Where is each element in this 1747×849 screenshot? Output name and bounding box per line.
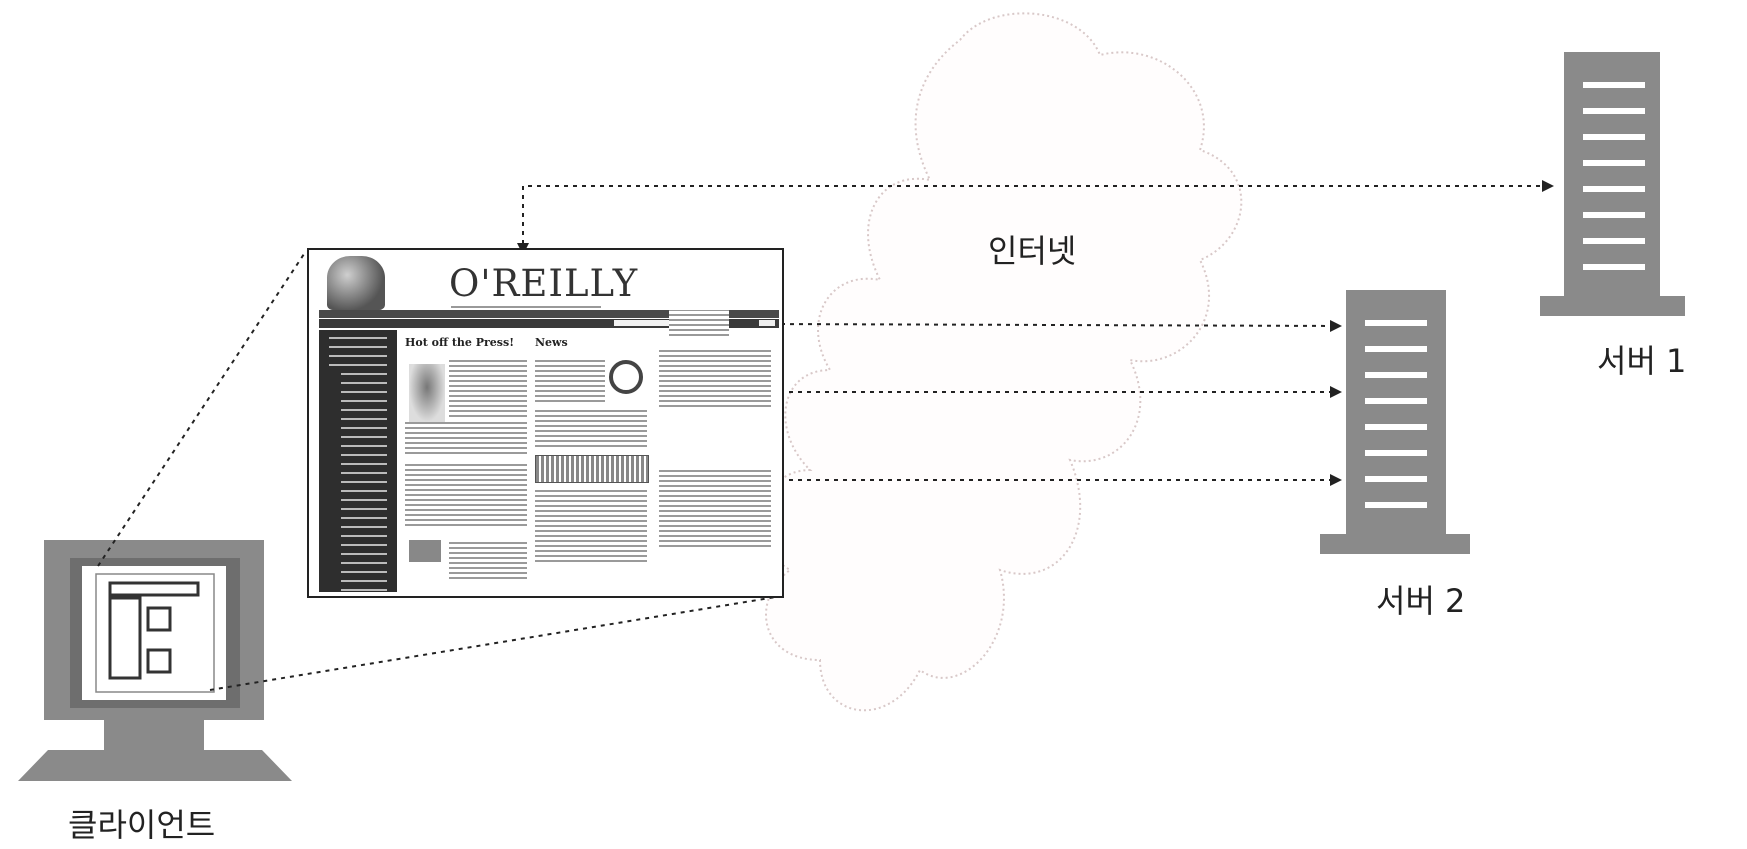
internet-cloud [760, 12, 1243, 712]
text-block-7 [535, 490, 647, 565]
internet-label: 인터넷 [988, 232, 1077, 270]
text-block-2 [405, 422, 527, 457]
server-2 [1320, 290, 1470, 554]
book-cover [409, 540, 441, 562]
search-bar [319, 319, 779, 328]
headline-left: Hot off the Press! [405, 336, 515, 349]
oreilly-network-logo [669, 310, 729, 336]
seahorse-image [409, 364, 445, 422]
server-1-label: 서버 1 [1597, 342, 1687, 380]
text-block-6 [535, 410, 647, 450]
sidebar [319, 330, 397, 592]
text-block-8 [659, 350, 771, 410]
spiral-image [609, 360, 643, 394]
connection-server-1 [517, 180, 1554, 255]
text-block-1 [449, 360, 527, 420]
logo-tagline [451, 302, 601, 310]
conference-banner [535, 455, 649, 483]
server-2-label: 서버 2 [1376, 582, 1466, 620]
oreilly-logo: O'REILLY [449, 262, 639, 305]
zoom-line-bottom [209, 595, 783, 691]
text-block-5 [535, 360, 605, 405]
text-block-3 [405, 464, 527, 529]
client-label: 클라이언트 [68, 806, 216, 844]
zoom-line-top [97, 250, 307, 567]
text-block-4 [449, 542, 527, 582]
text-block-9 [659, 470, 771, 550]
client-computer [18, 540, 292, 781]
tarsier-logo-image [327, 256, 385, 310]
server-1 [1540, 52, 1685, 316]
web-page-thumbnail: O'REILLY Hot off the Press! News [307, 248, 784, 598]
headline-right: News [535, 336, 568, 349]
nav-bar [319, 310, 779, 318]
